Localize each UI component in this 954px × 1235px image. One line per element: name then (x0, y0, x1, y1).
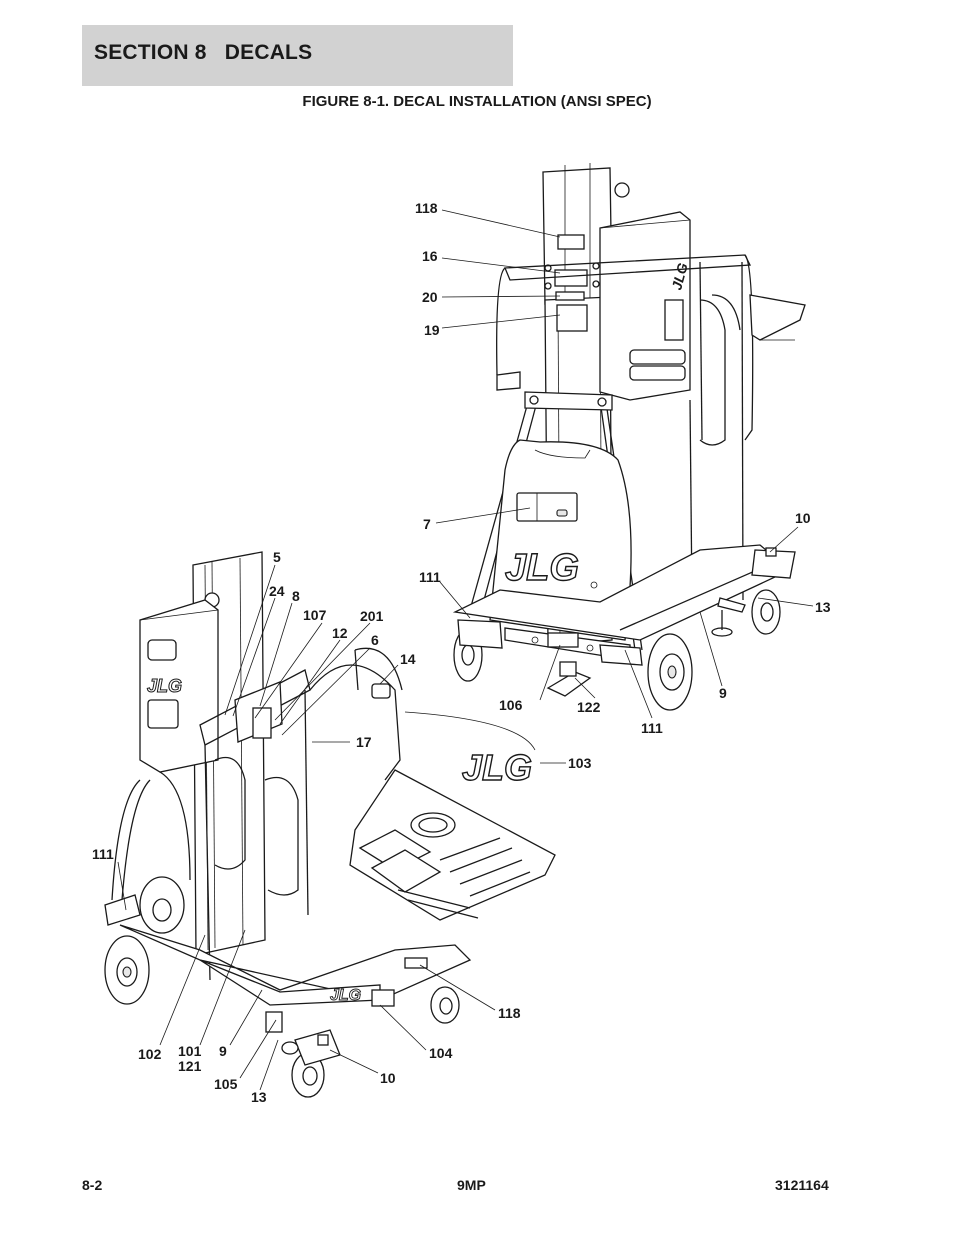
callout-9-front: 9 (219, 1043, 227, 1059)
callout-111-rear-left: 111 (419, 569, 441, 585)
callout-118-base: 118 (498, 1005, 521, 1021)
callout-12: 12 (332, 625, 348, 641)
jlg-decal-103: JLG (404, 711, 536, 789)
callout-14: 14 (400, 651, 416, 667)
callout-5: 5 (273, 549, 281, 565)
callout-102: 102 (138, 1046, 162, 1062)
callout-16: 16 (422, 248, 438, 264)
jlg-logo-decal: JLG (462, 747, 532, 788)
section-header-band (82, 25, 513, 86)
svg-text:JLG: JLG (505, 547, 579, 589)
callout-9-rear: 9 (719, 685, 727, 701)
callout-19: 19 (424, 322, 440, 338)
callout-106: 106 (499, 697, 523, 713)
callout-105: 105 (214, 1076, 238, 1092)
leader-lines (117, 209, 814, 1091)
callout-20: 20 (422, 289, 438, 305)
callout-118-mast: 118 (415, 200, 438, 216)
callout-13-rear: 13 (815, 599, 831, 615)
callout-103: 103 (568, 755, 592, 771)
callout-13-front: 13 (251, 1089, 267, 1105)
svg-text:JLG: JLG (147, 676, 182, 696)
footer-doc-number: 3121164 (775, 1177, 829, 1193)
section-title: SECTION 8 DECALS (94, 41, 313, 64)
footer-page-number: 8-2 (82, 1177, 103, 1193)
callout-24: 24 (269, 583, 285, 599)
callout-labels: 118 16 20 19 7 10 111 13 9 106 122 111 1… (92, 200, 831, 1105)
callout-122: 122 (577, 699, 601, 715)
callout-17: 17 (356, 734, 372, 750)
front-view-machine: JLG JLG (104, 551, 556, 1098)
svg-text:JLG: JLG (330, 987, 361, 1004)
callout-101: 101 (178, 1043, 202, 1059)
callout-121: 121 (178, 1058, 202, 1074)
callout-111-rear-right: 111 (641, 720, 663, 736)
rear-view-machine: JLG JLG (452, 163, 806, 711)
callout-107: 107 (303, 607, 327, 623)
figure-title: FIGURE 8-1. DECAL INSTALLATION (ANSI SPE… (302, 93, 652, 110)
callout-7: 7 (423, 516, 431, 532)
callout-201: 201 (360, 608, 384, 624)
callout-10-rear: 10 (795, 510, 811, 526)
footer-model: 9MP (457, 1177, 486, 1193)
callout-10-front: 10 (380, 1070, 396, 1086)
callout-8: 8 (292, 588, 300, 604)
callout-111-front: 111 (92, 846, 114, 862)
callout-104: 104 (429, 1045, 453, 1061)
callout-6: 6 (371, 632, 379, 648)
